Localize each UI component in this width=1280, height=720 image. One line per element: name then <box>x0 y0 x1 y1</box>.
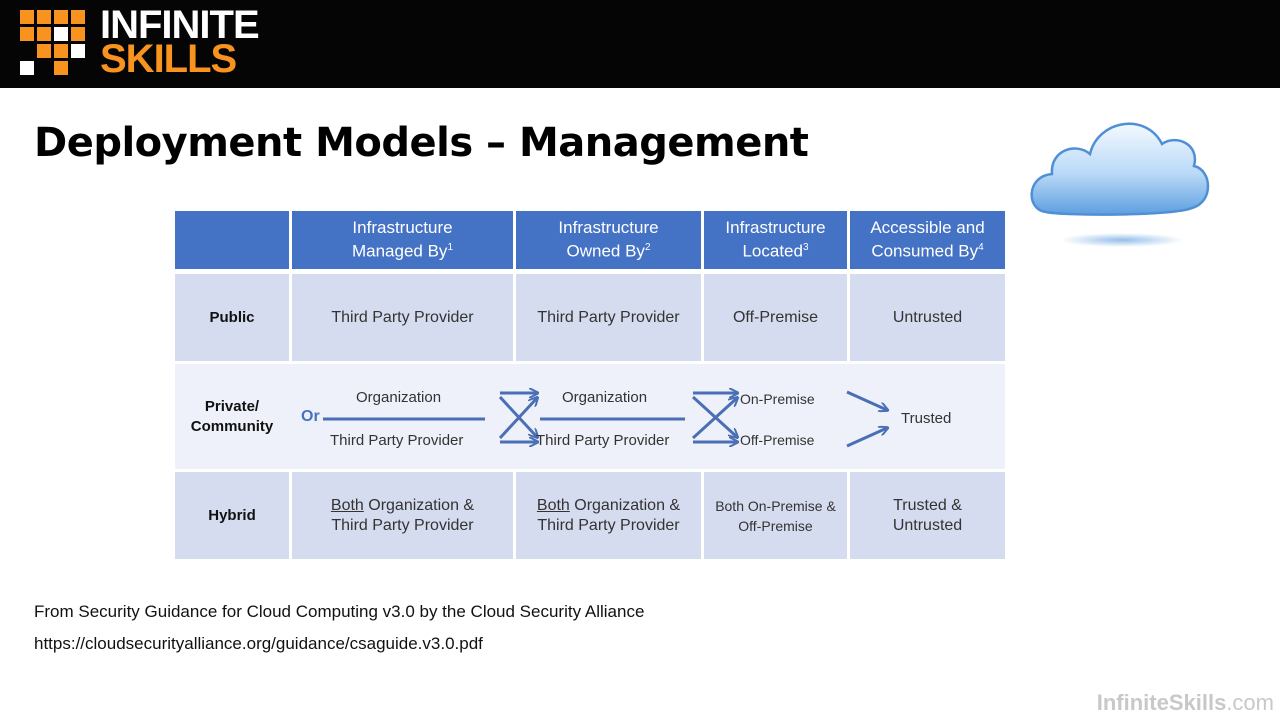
public-consumed-by: Untrusted <box>850 274 1005 361</box>
hybrid-located-line1: Both On-Premise & <box>715 497 836 514</box>
arrow-cross-up <box>691 398 737 440</box>
watermark-brand: InfiniteSkills <box>1096 690 1227 715</box>
private-managed-tpp: Third Party Provider <box>330 432 464 449</box>
hybrid-consumed-line1: Trusted & <box>893 496 962 514</box>
row-label-hybrid: Hybrid <box>175 472 289 559</box>
arrow-to-trusted-top <box>846 390 887 410</box>
private-consumed: Trusted <box>901 410 952 427</box>
hybrid-owned-line1: Both Organization & <box>536 496 681 514</box>
hybrid-owned-line2: Third Party Provider <box>537 516 680 534</box>
hybrid-consumed-line2: Untrusted <box>892 516 963 534</box>
row-label-private-community: Private/ Community <box>175 364 289 469</box>
header-owned-by: Infrastructure Owned By2 <box>516 211 701 269</box>
header-managed-line1: Infrastructure <box>352 218 453 238</box>
or-label: Or <box>301 408 320 425</box>
private-located-on: On-Premise <box>740 391 815 407</box>
logo-wordmark: INFINITE SKILLS <box>100 3 260 81</box>
watermark-suffix: .com <box>1226 690 1274 715</box>
logo-grid-icon <box>20 10 98 80</box>
row-label-public: Public <box>175 274 289 361</box>
private-located-off: Off-Premise <box>740 432 815 448</box>
header-bar: INFINITE SKILLS <box>0 0 1280 88</box>
header-owned-line1: Infrastructure <box>558 218 659 238</box>
hybrid-managed-line1: Both Organization & <box>330 496 475 514</box>
slide-title: Deployment Models – Management <box>34 120 809 166</box>
header-consumed-by: Accessible and Consumed By4 <box>850 211 1005 269</box>
private-row-background <box>175 364 1005 469</box>
row-label-private-line1: Private/ <box>204 397 260 415</box>
header-located: Infrastructure Located3 <box>704 211 847 269</box>
arrow-tpp-org <box>498 398 537 440</box>
deployment-models-table: Infrastructure Managed By1 Infrastructur… <box>175 211 1005 559</box>
hybrid-owned-by: Both Organization & Third Party Provider <box>516 472 701 559</box>
hybrid-consumed-by: Trusted & Untrusted <box>850 472 1005 559</box>
cloud-icon <box>1030 122 1210 247</box>
private-managed-org: Organization <box>356 389 442 406</box>
header-consumed-line2: Consumed By4 <box>871 241 984 261</box>
infinite-skills-logo: INFINITE SKILLS <box>20 3 280 82</box>
hybrid-managed-by: Both Organization & Third Party Provider <box>292 472 513 559</box>
source-citation: From Security Guidance for Cloud Computi… <box>34 596 644 660</box>
header-consumed-line1: Accessible and <box>870 218 985 238</box>
logo-line-infinite: INFINITE <box>100 3 260 47</box>
header-owned-line2: Owned By2 <box>566 241 651 261</box>
hybrid-managed-line2: Third Party Provider <box>331 516 474 534</box>
public-managed-by: Third Party Provider <box>292 274 513 361</box>
private-owned-tpp: Third Party Provider <box>536 432 670 449</box>
public-owned-by: Third Party Provider <box>516 274 701 361</box>
logo-line-skills: SKILLS <box>100 37 237 81</box>
private-flow-arrows <box>323 364 1005 448</box>
header-managed-by: Infrastructure Managed By1 <box>292 211 513 269</box>
hybrid-located-line2: Off-Premise <box>738 517 813 534</box>
private-owned-org: Organization <box>562 389 648 406</box>
hybrid-located: Both On-Premise & Off-Premise <box>704 472 847 559</box>
source-line: From Security Guidance for Cloud Computi… <box>34 602 645 621</box>
public-located: Off-Premise <box>704 274 847 361</box>
header-managed-line2: Managed By1 <box>351 241 453 261</box>
table-header-corner <box>175 211 289 269</box>
arrow-to-trusted-bottom <box>846 428 887 448</box>
header-located-line2: Located3 <box>742 241 809 261</box>
source-url: https://cloudsecurityalliance.org/guidan… <box>34 634 483 653</box>
row-label-private-line2: Community <box>190 417 274 435</box>
infiniteskills-watermark: InfiniteSkills.com <box>1097 690 1274 716</box>
header-located-line1: Infrastructure <box>725 218 826 238</box>
